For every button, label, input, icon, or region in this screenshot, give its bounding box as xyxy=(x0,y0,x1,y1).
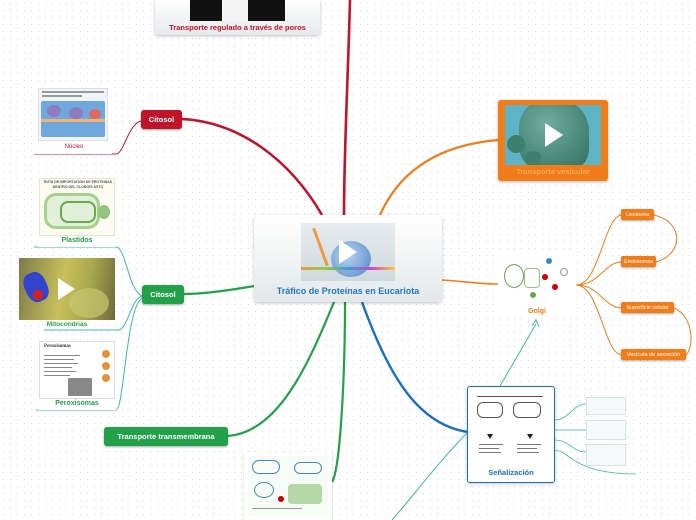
peroxisomas-image-title: Peroxisomas xyxy=(44,344,71,349)
central-title: Tráfico de Proteínas en Eucariota xyxy=(276,286,420,296)
link-arrow-golgi xyxy=(531,318,540,328)
node-transporte-vesicular[interactable]: Transporte vesicular xyxy=(498,100,608,181)
plastidos-image-title: RUTA DE IMPORTACION DE PROTEINAS DENTRO … xyxy=(44,180,112,189)
link-golgi-children xyxy=(575,214,623,356)
link-central-top xyxy=(342,0,352,216)
link-senalizacion-subimages xyxy=(553,403,637,475)
node-label: Transporte vesicular xyxy=(516,167,590,176)
link-central-citosol-top xyxy=(181,117,324,216)
link-superficie-vesicula xyxy=(673,307,692,356)
node-label: Transporte regulado a través de poros xyxy=(169,23,306,32)
node-senalizacion-subimage-1[interactable] xyxy=(586,397,626,415)
diagram-image xyxy=(248,456,328,516)
senalizacion-image xyxy=(473,390,549,464)
link-senalizacion-golgi xyxy=(499,323,537,387)
node-label: Lisosoma xyxy=(625,211,650,218)
link-central-vesicular xyxy=(378,138,499,216)
link-citosol-nucleo xyxy=(34,120,142,155)
node-endosomas[interactable]: Endosomas xyxy=(621,256,656,267)
link-central-senalizacion xyxy=(360,301,469,434)
node-superficie-celular[interactable]: Superficie celular xyxy=(621,302,674,313)
play-icon[interactable] xyxy=(545,123,563,147)
link-central-citosol-mid xyxy=(183,284,255,296)
node-citosol-mid[interactable]: Citosol xyxy=(142,285,184,304)
nucleo-image xyxy=(38,88,108,141)
node-transporte-transmembrana[interactable]: Transporte transmembrana xyxy=(104,427,228,446)
central-topic[interactable]: Tráfico de Proteínas en Eucariota xyxy=(254,215,442,302)
node-label: Mitocondrias xyxy=(46,321,88,328)
node-label: Transporte transmembrana xyxy=(117,432,215,441)
golgi-image xyxy=(500,254,574,306)
node-label: Superficie celular xyxy=(626,304,669,311)
link-lisosoma-endosomas xyxy=(653,214,678,263)
link-central-transmembrana xyxy=(227,301,336,438)
video-thumbnail[interactable] xyxy=(190,0,285,21)
node-senalizacion[interactable]: Señalización xyxy=(467,386,555,483)
node-senalizacion-subimage-2[interactable] xyxy=(586,420,626,440)
node-senalizacion-subimage-3[interactable] xyxy=(586,444,626,466)
play-icon[interactable] xyxy=(339,240,357,264)
node-label: Vesícula de secreción xyxy=(626,351,681,358)
link-citosol-mitocondrias xyxy=(44,295,143,331)
video-thumbnail[interactable] xyxy=(301,223,395,281)
video-thumbnail[interactable] xyxy=(505,105,601,165)
node-transporte-regulado[interactable]: Transporte regulado a través de poros xyxy=(155,0,320,35)
link-citosol-plastidos xyxy=(34,246,143,297)
node-citosol-top[interactable]: Citosol xyxy=(141,110,182,129)
play-icon[interactable] xyxy=(58,278,75,300)
node-lisosoma[interactable]: Lisosoma xyxy=(621,209,654,220)
link-citosol-peroxisomas xyxy=(36,297,143,411)
link-central-golgi xyxy=(441,279,499,285)
node-label: Golgi xyxy=(528,308,546,315)
node-label: Plastidos xyxy=(61,237,93,244)
node-nucleo[interactable]: Núcleo xyxy=(34,86,112,154)
node-plastidos[interactable]: RUTA DE IMPORTACION DE PROTEINAS DENTRO … xyxy=(38,178,116,247)
peroxisomas-image: Peroxisomas xyxy=(39,341,115,399)
node-label: Núcleo xyxy=(64,144,84,150)
video-thumbnail[interactable] xyxy=(19,258,115,320)
node-label: Citosol xyxy=(148,115,175,124)
plastidos-image: RUTA DE IMPORTACION DE PROTEINAS DENTRO … xyxy=(39,178,115,236)
node-golgi[interactable]: Golgi xyxy=(498,252,576,318)
node-label: Endosomas xyxy=(623,258,654,265)
link-central-bottom-teal xyxy=(391,431,469,520)
node-vesicula-secrecion[interactable]: Vesícula de secreción xyxy=(621,349,686,360)
node-mitocondrias[interactable]: Mitocondrias xyxy=(19,258,115,330)
node-label: Peroxisomas xyxy=(55,400,99,407)
node-label: Citosol xyxy=(150,290,176,299)
link-central-bottom-image xyxy=(331,301,347,483)
node-transmembrana-image[interactable] xyxy=(244,452,332,520)
node-peroxisomas[interactable]: Peroxisomas Peroxisomas xyxy=(38,341,116,410)
node-label: Señalización xyxy=(488,468,534,477)
